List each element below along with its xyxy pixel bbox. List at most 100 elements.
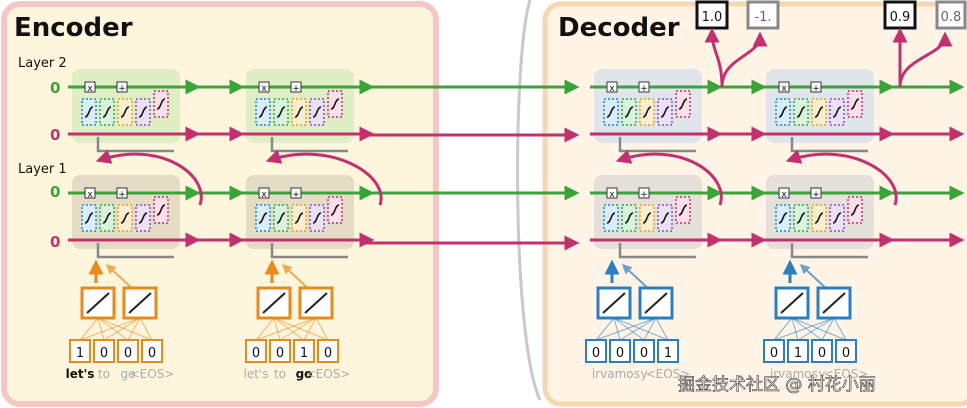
sigmoid-curve-icon (312, 106, 322, 118)
add-symbol: + (118, 84, 126, 94)
embedding-weight-line (595, 317, 657, 341)
embedding-weight-line (273, 317, 281, 341)
linear-activation-icon (86, 292, 110, 314)
sigmoid-curve-icon (624, 106, 634, 118)
output-value: 0.8 (941, 10, 962, 25)
sigmoid-curve-icon (814, 106, 824, 118)
vocab-word: <EOS> (306, 367, 351, 381)
embedding-weight-line (773, 317, 793, 341)
multiply-symbol: x (261, 84, 267, 94)
sigmoid-curve-icon (138, 212, 148, 224)
vocab-word: vamos (600, 367, 640, 381)
onehot-cell (609, 339, 631, 363)
sigmoid-curve-icon (606, 106, 616, 118)
multiply-symbol: x (261, 190, 267, 200)
onehot-value: 0 (592, 346, 600, 361)
embedding-weight-line (255, 317, 317, 341)
embedding-weight-line (97, 317, 129, 341)
onehot-cell (787, 339, 809, 363)
onehot-value: 0 (640, 346, 648, 361)
sigmoid-curve-icon (84, 106, 94, 118)
output-value: -1. (754, 10, 771, 25)
multiply-symbol: x (781, 84, 787, 94)
embedding-weight-line (619, 317, 657, 341)
diagram-dynamic-layer: x+x+x+x+x+x+x+x+1let's0to0go0<EOS>0let's… (66, 27, 965, 381)
onehot-cell (269, 339, 291, 363)
encoder-panel (1, 1, 439, 407)
vocab-word: ir (592, 367, 600, 381)
embedding-weight-line (613, 317, 621, 341)
embedding-weight-line (791, 317, 799, 341)
hidden-state-connector (790, 243, 868, 259)
sigmoid-curve-icon (796, 106, 806, 118)
add-node (116, 187, 128, 199)
onehot-value: 0 (124, 346, 132, 361)
sigmoid-curve-icon (678, 204, 688, 216)
sigmoid-curve-icon (330, 204, 340, 216)
panel-divider-curve (516, 0, 542, 401)
vocab-word: to (98, 367, 110, 381)
onehot-cell (317, 339, 339, 363)
linear-activation-icon (822, 292, 846, 314)
sigmoid-curve-icon (276, 212, 286, 224)
embedding-weight-line (613, 317, 669, 341)
onehot-value: 0 (842, 346, 850, 361)
add-symbol: + (640, 84, 648, 94)
sigmoid-curve-icon (294, 212, 304, 224)
output-box: 0.9 (883, 0, 917, 30)
sigmoid-curve-icon (276, 106, 286, 118)
onehot-value: 0 (100, 346, 108, 361)
multiply-node (84, 81, 96, 93)
sigmoid-curve-icon (778, 212, 788, 224)
sigmoid-curve-icon (642, 106, 652, 118)
add-node (810, 187, 822, 199)
layer-feedback-arrow (265, 149, 383, 206)
multiply-symbol: x (781, 190, 787, 200)
onehot-value: 0 (324, 346, 332, 361)
linear-activation-icon (780, 292, 804, 314)
sigmoid-curve-icon (258, 106, 268, 118)
state-value-layer2-short: 0 (50, 79, 60, 97)
layer1-label: Layer 1 (18, 162, 67, 177)
multiply-node (258, 81, 270, 93)
multiply-symbol: x (87, 84, 93, 94)
onehot-cell (245, 339, 267, 363)
state-value-layer1-long: 0 (50, 233, 60, 251)
output-box: 1.0 (695, 0, 729, 30)
onehot-value: 0 (148, 346, 156, 361)
state-value-layer1-short: 0 (50, 183, 60, 201)
multiply-symbol: x (609, 84, 615, 94)
layer-feedback-arrow (615, 149, 723, 206)
multiply-node (778, 187, 790, 199)
output-box: 0.8 (935, 0, 967, 30)
onehot-cell (835, 339, 857, 363)
multiply-symbol: x (609, 190, 615, 200)
sigmoid-curve-icon (850, 204, 860, 216)
onehot-value: 1 (794, 346, 802, 361)
encoder-title: Encoder (14, 13, 133, 43)
hidden-state-connector (96, 243, 174, 259)
multiply-node (84, 187, 96, 199)
onehot-cell (811, 339, 833, 363)
output-value: 0.9 (890, 10, 911, 25)
embedding-weight-line (279, 317, 317, 341)
sigmoid-curve-icon (120, 212, 130, 224)
add-node (810, 81, 822, 93)
layer2-label: Layer 2 (18, 56, 67, 71)
multiply-symbol: x (87, 190, 93, 200)
sigmoid-curve-icon (642, 212, 652, 224)
sigmoid-curve-icon (778, 106, 788, 118)
embedding-weight-line (833, 317, 847, 341)
embedding-weight-line (79, 317, 99, 341)
embedding-weight-line (79, 317, 141, 341)
state-value-layer2-long: 0 (50, 126, 60, 144)
onehot-cell (763, 339, 785, 363)
vocab-word: y (818, 367, 825, 381)
embedding-weight-line (613, 317, 645, 341)
embedding-weight-line (791, 317, 823, 341)
sigmoid-curve-icon (120, 106, 130, 118)
onehot-value: 0 (616, 346, 624, 361)
embedding-weight-line (595, 317, 615, 341)
embedding-weight-line (643, 317, 657, 341)
